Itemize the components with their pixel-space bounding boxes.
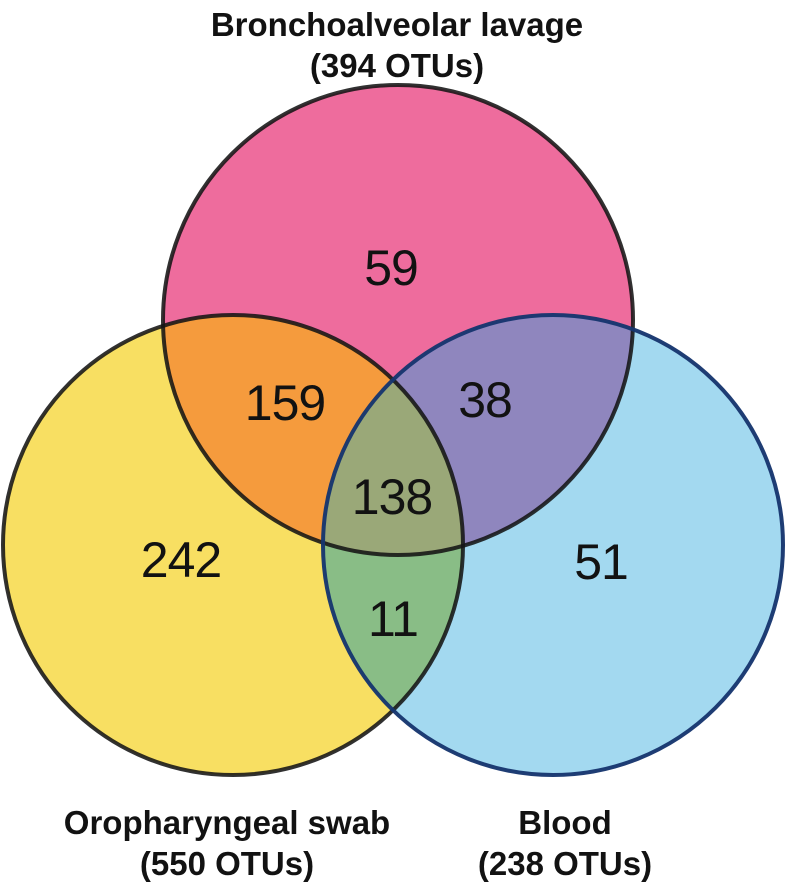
count-triple-overlap: 138 [351, 469, 433, 525]
count-bal-blood: 38 [458, 372, 513, 428]
blood-set-label-count: (238 OTUs) [477, 845, 653, 882]
op-set-label-count: (550 OTUs) [139, 845, 315, 882]
op-circle-outline [1, 313, 465, 777]
count-blood-only: 51 [574, 534, 629, 590]
bal-set-label-name: Bronchoalveolar lavage [210, 6, 584, 43]
count-bal-only: 59 [364, 240, 419, 296]
op-set-label-name: Oropharyngeal swab [63, 804, 391, 841]
bal-set-label-count: (394 OTUs) [309, 47, 485, 84]
count-bal-op: 159 [244, 375, 326, 431]
blood-circle-outline [321, 313, 785, 777]
bal-set-label: Bronchoalveolar lavage (394 OTUs) [211, 4, 583, 86]
count-op-only: 242 [140, 532, 222, 588]
count-op-blood: 11 [368, 591, 419, 647]
op-set-label: Oropharyngeal swab (550 OTUs) [64, 802, 390, 884]
bal-circle-outline [161, 83, 635, 557]
blood-set-label-name: Blood [518, 804, 612, 841]
blood-set-label: Blood (238 OTUs) [478, 802, 652, 884]
